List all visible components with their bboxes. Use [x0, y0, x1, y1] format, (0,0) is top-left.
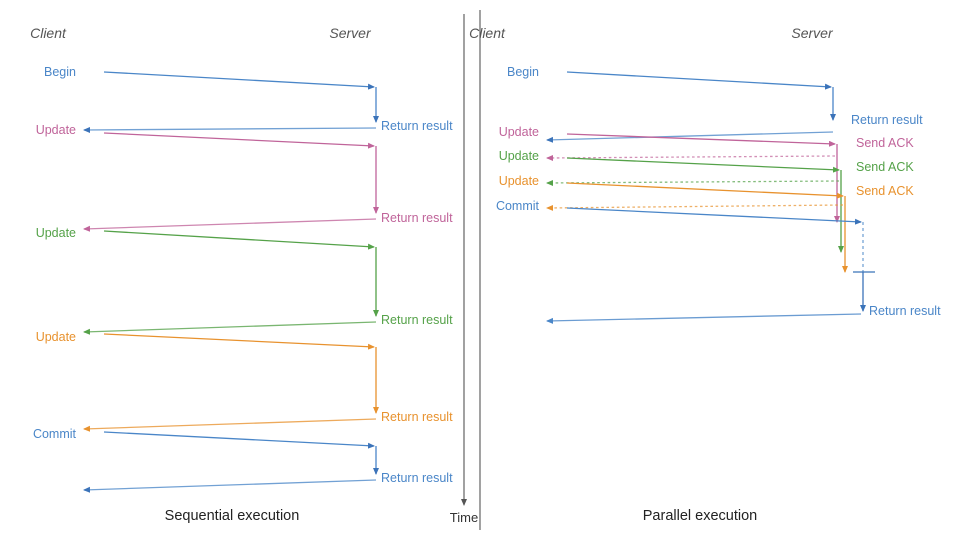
reply-arrow-update: [83, 218, 377, 232]
request-arrow-update: [103, 333, 375, 350]
reply-arrow-update: [83, 418, 377, 432]
ack-arrow-update: [546, 204, 844, 211]
reply-arrow-commit: [83, 479, 377, 493]
server-reply-label: Return result: [381, 119, 453, 133]
server-reply-label: Return result: [381, 471, 453, 485]
server-reply-label: Return result: [851, 113, 923, 127]
client-message-label: Update: [36, 226, 76, 240]
request-arrow-commit: [103, 431, 375, 449]
request-arrow-commit: [566, 207, 862, 225]
ack-arrow-update: [546, 154, 836, 161]
client-message-label: Update: [499, 125, 539, 139]
reply-arrow-update: [83, 321, 377, 335]
request-arrow-update: [566, 182, 844, 199]
parallel-server-actor-label: Server: [791, 25, 834, 41]
parallel-execution-caption: Parallel execution: [643, 508, 757, 524]
sequential-execution-caption: Sequential execution: [165, 508, 300, 524]
final-return-arrow: [546, 313, 862, 324]
request-arrow-update: [103, 132, 375, 149]
client-message-label: Begin: [44, 65, 76, 79]
client-message-label: Update: [36, 123, 76, 137]
server-reply-label: Return result: [381, 313, 453, 327]
client-message-label: Begin: [507, 65, 539, 79]
client-message-label: Commit: [496, 199, 540, 213]
reply-arrow-begin: [546, 131, 834, 143]
server-reply-label: Send ACK: [856, 136, 914, 150]
request-arrow-begin: [103, 71, 375, 90]
request-arrow-update: [103, 230, 375, 250]
client-message-label: Update: [499, 174, 539, 188]
sequential-server-actor-label: Server: [329, 25, 372, 41]
client-message-label: Update: [36, 330, 76, 344]
server-reply-label: Return result: [381, 211, 453, 225]
parallel-client-actor-label: Client: [469, 25, 506, 41]
ack-arrow-update: [546, 179, 840, 186]
server-reply-label: Return result: [869, 304, 941, 318]
server-reply-label: Send ACK: [856, 184, 914, 198]
request-arrow-begin: [566, 71, 832, 90]
request-arrow-update: [566, 133, 836, 147]
time-axis-label: Time: [450, 510, 478, 525]
client-message-label: Update: [499, 149, 539, 163]
sequential-client-actor-label: Client: [30, 25, 67, 41]
request-arrow-update: [566, 157, 840, 173]
server-reply-label: Return result: [381, 410, 453, 424]
reply-arrow-begin: [83, 126, 377, 133]
client-message-label: Commit: [33, 427, 77, 441]
server-reply-label: Send ACK: [856, 160, 914, 174]
